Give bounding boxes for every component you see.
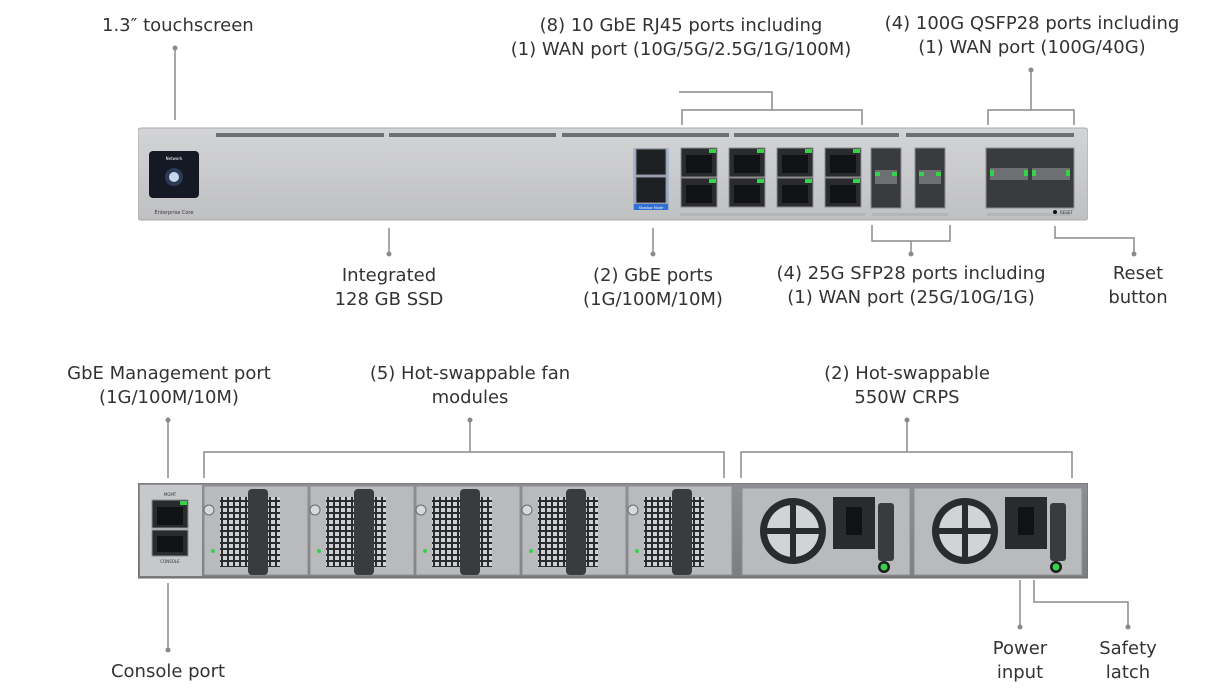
mgmt-text: MGMT — [164, 492, 177, 497]
label-touchscreen: 1.3″ touchscreen — [102, 15, 254, 36]
label-qsfp-ports: (4) 100G QSFP28 ports including (1) WAN … — [884, 13, 1180, 58]
touchscreen-display[interactable] — [149, 151, 199, 198]
label-safety-latch: Safety latch — [1099, 638, 1157, 683]
console-text: CONSOLE — [160, 559, 180, 564]
qsfp28-ports[interactable] — [985, 147, 1075, 216]
label-fan-modules: (5) Hot-swappable fan modules — [369, 363, 571, 408]
front-panel: Network Enterprise Core Shadow Mode — [138, 127, 1088, 221]
label-sfp-ports: (4) 25G SFP28 ports including (1) WAN po… — [776, 263, 1046, 308]
rj45-10g-ports[interactable] — [680, 147, 865, 216]
sfp28-ports[interactable] — [870, 147, 948, 216]
label-mgmt-port: GbE Management port (1G/100M/10M) — [67, 363, 271, 408]
label-reset-button: Reset button — [1108, 263, 1168, 308]
brand-text: Enterprise Core — [155, 210, 194, 216]
reset-text: RESET — [1060, 210, 1073, 215]
label-power-input: Power input — [992, 638, 1048, 683]
power-supplies[interactable] — [741, 487, 1083, 576]
reset-button[interactable] — [1053, 210, 1057, 214]
label-rj45-ports: (8) 10 GbE RJ45 ports including (1) WAN … — [510, 15, 852, 60]
gbe-ports[interactable] — [633, 148, 669, 210]
label-console-port: Console port — [110, 661, 226, 682]
fan-modules[interactable] — [203, 485, 733, 576]
label-ssd: Integrated 128 GB SSD — [334, 265, 444, 310]
shadow-mode-text: Shadow Mode — [639, 206, 663, 210]
label-psu: (2) Hot-swappable 550W CRPS — [824, 363, 990, 408]
screen-label: Network — [166, 156, 183, 161]
label-gbe-ports: (2) GbE ports (1G/100M/10M) — [583, 265, 723, 310]
management-module — [140, 485, 202, 576]
rear-panel: MGMT CONSOLE — [138, 483, 1088, 579]
